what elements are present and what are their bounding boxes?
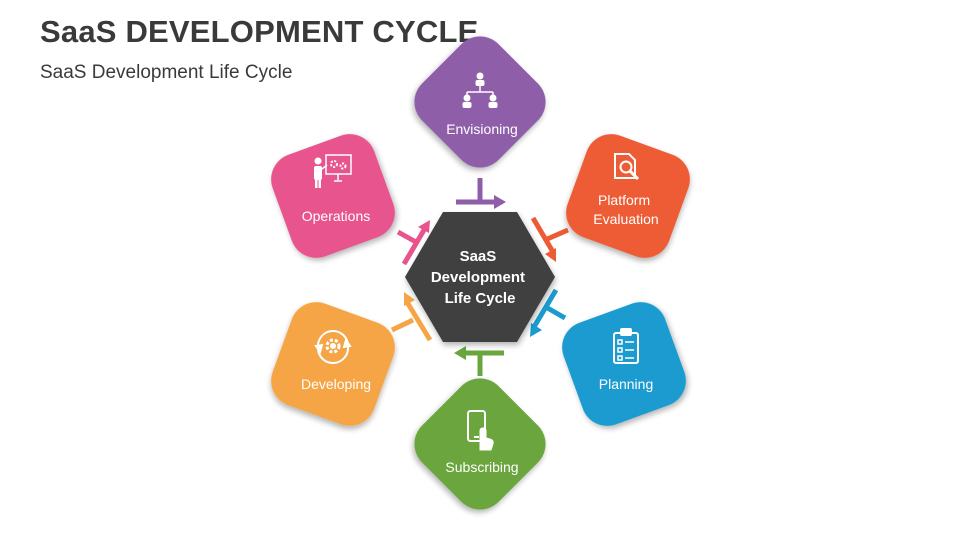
connector-arrowhead — [454, 346, 466, 360]
center-label-line: SaaS — [460, 248, 497, 265]
connector-bar — [404, 300, 433, 342]
stage-label-line: Operations — [302, 208, 370, 224]
stage-planning: Planning — [562, 302, 686, 426]
connector-stem — [396, 229, 418, 245]
stage-label-line: Platform — [598, 192, 650, 208]
connector-envisioning — [456, 178, 506, 209]
stage-label-line: Envisioning — [446, 121, 518, 137]
document-search-icon — [614, 153, 640, 181]
page-subtitle: SaaS Development Life Cycle — [40, 62, 293, 83]
stage-operations: Operations — [271, 134, 395, 258]
connector-arrowhead — [404, 292, 415, 306]
stage-label: Developing — [301, 376, 371, 392]
center-label: SaaS Development Life Cycle — [431, 248, 529, 307]
stage-label: Envisioning — [446, 121, 518, 137]
connector-arrowhead — [494, 195, 506, 209]
connectors — [390, 178, 569, 376]
stage-label: Platform Evaluation — [593, 192, 658, 227]
connector-arrowhead — [418, 220, 430, 233]
stage-shape — [271, 134, 395, 258]
connector-arrowhead — [545, 248, 556, 262]
connector-bar — [401, 228, 427, 266]
center-hexagon — [405, 212, 555, 342]
center-label-line: Life Cycle — [445, 290, 516, 307]
stage-envisioning: Envisioning — [414, 36, 546, 168]
stage-developing: Developing — [271, 302, 395, 426]
stage-label-line: Planning — [599, 376, 654, 392]
stage-label-line: Evaluation — [593, 211, 658, 227]
stage-label: Planning — [599, 376, 654, 392]
center-label-line: Development — [431, 269, 525, 286]
connector-bar — [530, 216, 556, 254]
connector-platform-evaluation — [530, 216, 569, 262]
stage-platform-evaluation: Platform Evaluation — [566, 134, 690, 258]
connector-planning — [530, 288, 567, 337]
connector-bar — [531, 288, 559, 329]
stage-label: Operations — [302, 208, 370, 224]
smartphone-touch-icon — [467, 410, 494, 451]
stages: Envisioning Platform Evaluation — [271, 36, 690, 510]
stage-label-line: Developing — [301, 376, 371, 392]
connector-stem — [544, 227, 569, 243]
connector-stem — [390, 317, 415, 333]
connector-subscribing — [454, 346, 504, 376]
clipboard-checklist-icon — [613, 328, 639, 364]
stage-subscribing: Subscribing — [414, 378, 546, 510]
stage-label: Subscribing — [445, 459, 518, 475]
page-title: SaaS DEVELOPMENT CYCLE — [40, 14, 479, 49]
center-hub: SaaS Development Life Cycle — [405, 212, 555, 342]
presenter-gears-icon — [314, 154, 352, 188]
connector-arrowhead — [530, 323, 542, 337]
stage-label-line: Subscribing — [445, 459, 518, 475]
gear-cycle-icon — [314, 329, 352, 365]
org-chart-icon — [462, 72, 498, 108]
connector-operations — [396, 220, 430, 266]
stage-shape — [414, 36, 546, 168]
connector-developing — [390, 292, 433, 342]
stage-shape — [566, 134, 690, 258]
